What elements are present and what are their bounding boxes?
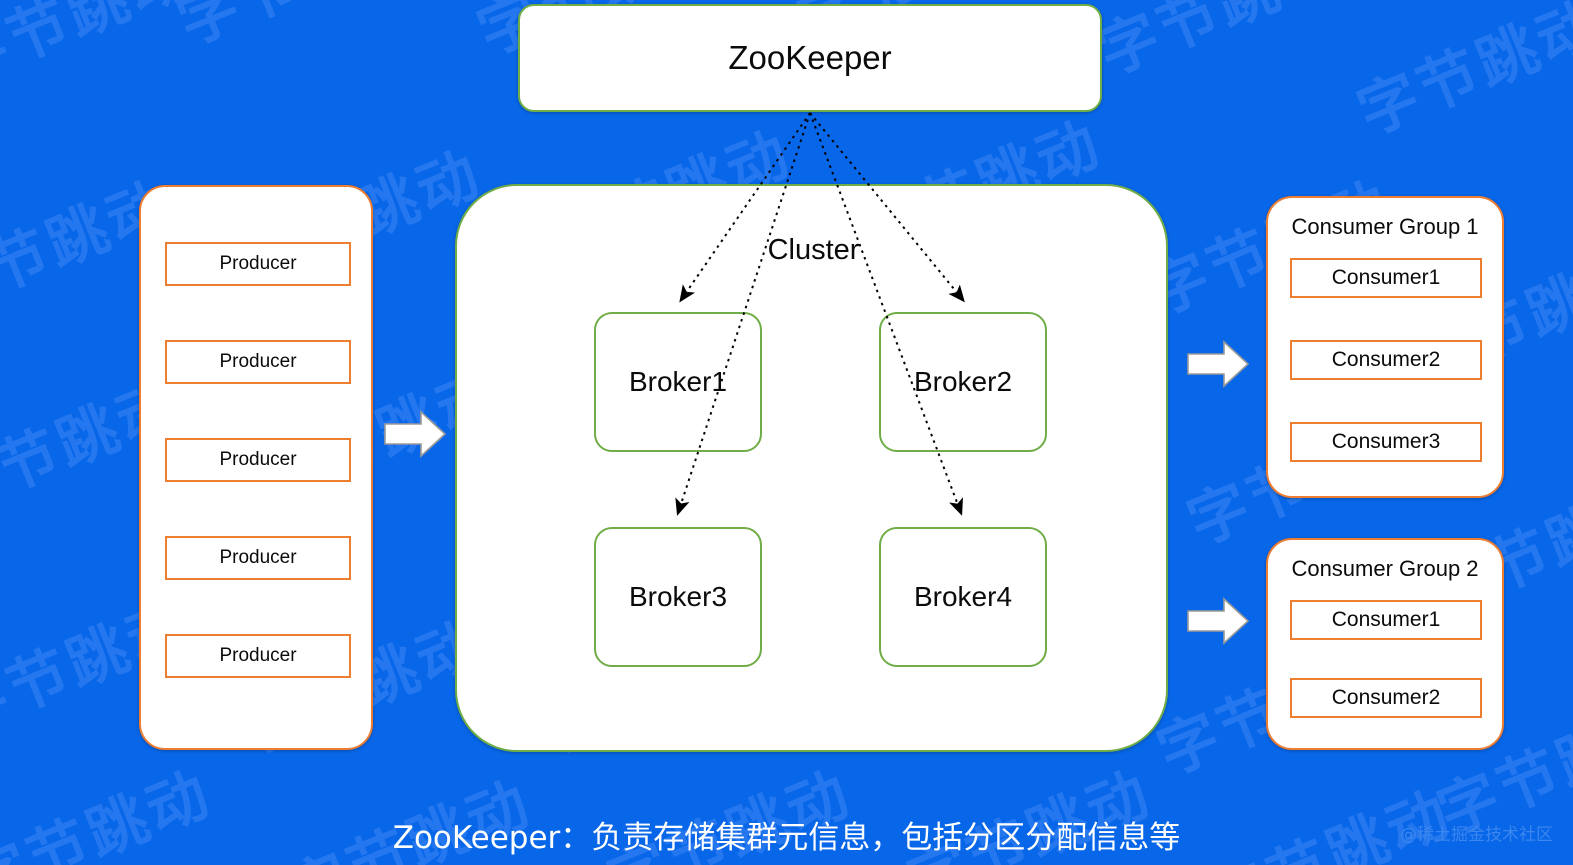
watermark-text: 字节跳动 — [1348, 0, 1573, 150]
cluster-panel: Cluster Broker1 Broker2 Broker3 Broker4 — [455, 184, 1168, 752]
watermark-text: 字节跳动 — [163, 0, 433, 62]
site-watermark: @稀土掘金技术社区 — [1400, 825, 1553, 845]
producer-panel: Producer Producer Producer Producer Prod… — [139, 185, 373, 750]
producer-box[interactable]: Producer — [165, 634, 351, 678]
caption-text: ZooKeeper：负责存储集群元信息，包括分区分配信息等 — [392, 820, 1181, 856]
producer-box[interactable]: Producer — [165, 242, 351, 286]
cluster-label: Cluster — [767, 234, 860, 266]
broker-node-4[interactable]: Broker4 — [879, 527, 1047, 667]
zookeeper-label: ZooKeeper — [728, 39, 892, 76]
producer-to-cluster-arrow-icon — [384, 410, 447, 458]
producer-box[interactable]: Producer — [165, 438, 351, 482]
broker-node-2[interactable]: Broker2 — [879, 312, 1047, 452]
watermark-text: 字节跳动 — [0, 0, 202, 100]
consumer-box[interactable]: Consumer1 — [1290, 258, 1482, 298]
producer-box[interactable]: Producer — [165, 340, 351, 384]
consumer-box[interactable]: Consumer3 — [1290, 422, 1482, 462]
zookeeper-node[interactable]: ZooKeeper — [518, 4, 1102, 112]
broker-node-3[interactable]: Broker3 — [594, 527, 762, 667]
consumer-group-2-title: Consumer Group 2 — [1291, 556, 1479, 581]
cluster-to-consumer-group-2-arrow-icon — [1187, 597, 1250, 645]
consumer-box[interactable]: Consumer2 — [1290, 678, 1482, 718]
consumer-group-2-panel: Consumer Group 2 Consumer1 Consumer2 — [1266, 538, 1504, 750]
consumer-group-1-panel: Consumer Group 1 Consumer1 Consumer2 Con… — [1266, 196, 1504, 498]
consumer-box[interactable]: Consumer2 — [1290, 340, 1482, 380]
consumer-group-1-title: Consumer Group 1 — [1291, 214, 1479, 239]
watermark-text: 字节跳动 — [1088, 0, 1352, 90]
producer-box[interactable]: Producer — [165, 536, 351, 580]
consumer-box[interactable]: Consumer1 — [1290, 600, 1482, 640]
broker-node-1[interactable]: Broker1 — [594, 312, 762, 452]
cluster-to-consumer-group-1-arrow-icon — [1187, 340, 1250, 388]
